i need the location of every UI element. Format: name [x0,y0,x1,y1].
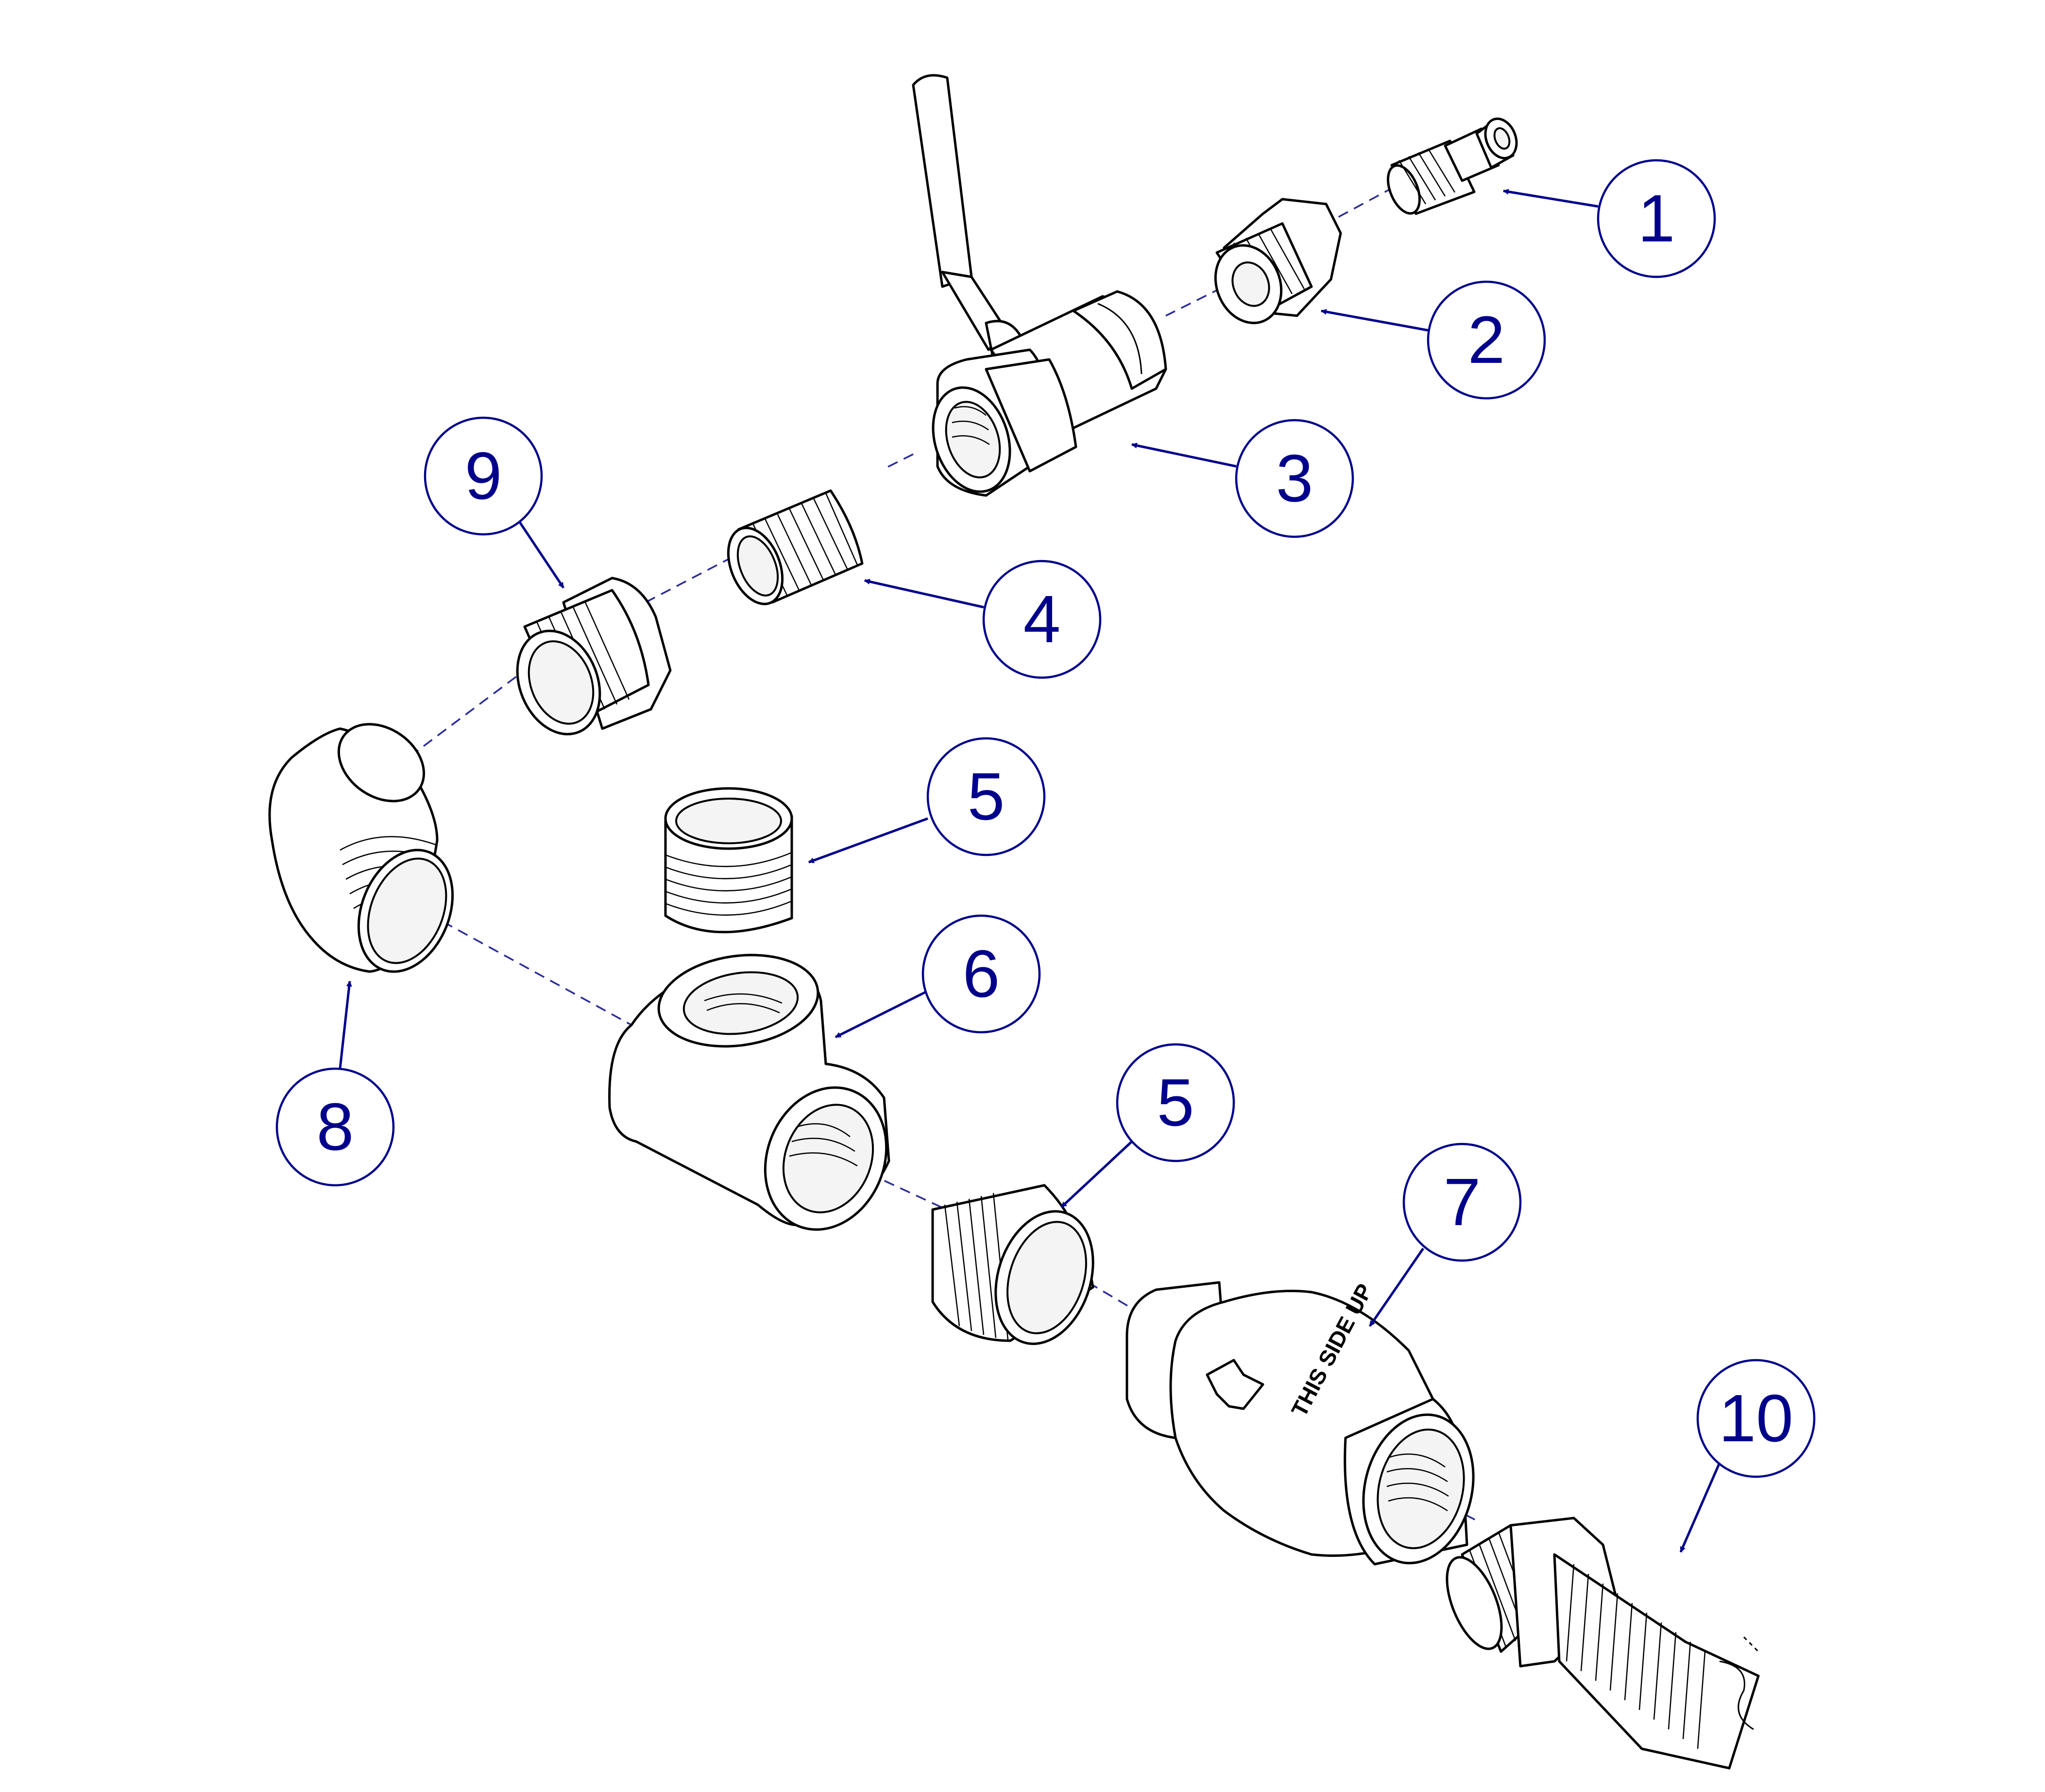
callout-balloon-6: 6 [921,914,1041,1034]
callout-balloon-9: 9 [424,416,543,536]
valve-handle [912,74,973,288]
callout-balloon-3: 3 [1235,419,1354,538]
leader-8 [339,980,352,1069]
street-elbow-90 [268,723,454,973]
svg-text:9: 9 [465,439,502,513]
svg-text:10: 10 [1719,1381,1793,1456]
callout-leaders [339,188,1723,1553]
leader-7 [1368,1247,1425,1327]
callout-balloon-5-lower: 5 [1116,1043,1235,1162]
hex-bushing [1214,198,1342,324]
svg-text:8: 8 [317,1090,354,1164]
check-valve: THIS SIDE UP [1125,1280,1475,1566]
close-nipple-horizontal [931,1184,1094,1345]
leader-6 [835,990,929,1039]
leader-5a [808,817,928,864]
hose-barb-with-hose [1446,1517,1760,1770]
svg-text:7: 7 [1444,1165,1481,1240]
svg-text:3: 3 [1276,441,1313,516]
svg-text:5: 5 [968,759,1005,834]
leader-4 [864,579,984,609]
svg-text:2: 2 [1468,303,1505,377]
callout-balloon-5-upper: 5 [926,737,1046,856]
leader-1 [1502,188,1599,208]
callout-balloon-4: 4 [982,560,1102,679]
leader-5b [1060,1141,1133,1208]
svg-text:5: 5 [1157,1065,1194,1140]
leader-3 [1131,443,1237,468]
callout-balloon-7: 7 [1402,1143,1522,1262]
ball-valve [912,74,1167,497]
leader-2 [1320,309,1429,332]
hex-reducing-bushing [516,577,672,735]
callout-balloon-1: 1 [1597,159,1716,278]
svg-text:1: 1 [1638,181,1675,256]
pipe-tee [608,954,890,1231]
callout-balloon-2: 2 [1427,280,1546,400]
leader-9 [518,521,565,589]
flow-direction-arrow-icon [1206,1359,1264,1410]
close-nipple-vertical [664,787,793,934]
close-nipple-upper [727,489,864,605]
svg-text:4: 4 [1023,582,1061,657]
svg-text:6: 6 [963,937,1000,1011]
leader-10 [1679,1457,1723,1553]
callout-balloon-8: 8 [275,1067,395,1187]
hose-barb-adapter [1387,117,1518,215]
callout-balloon-10: 10 [1696,1359,1816,1478]
